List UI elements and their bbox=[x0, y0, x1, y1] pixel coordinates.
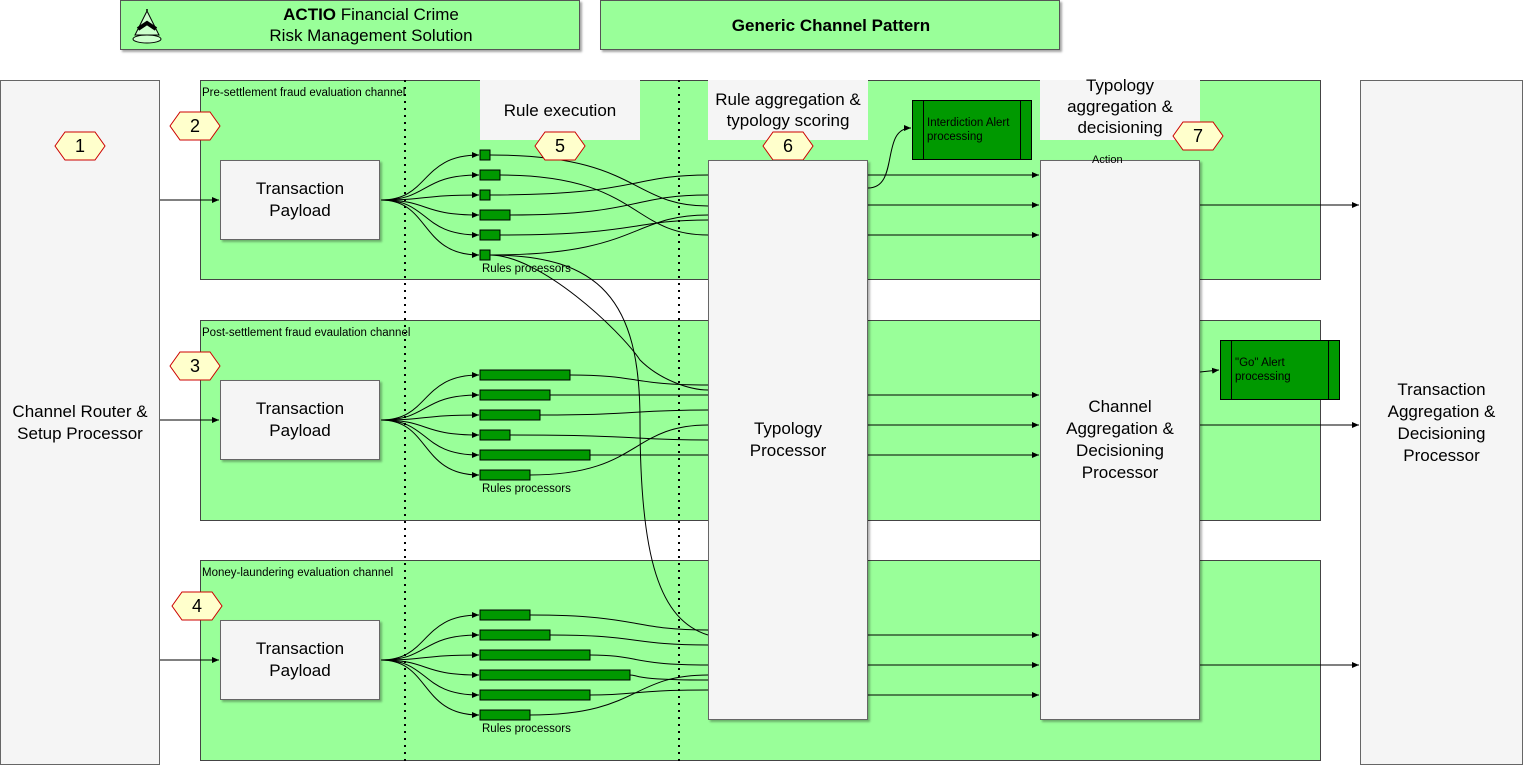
hexagon-badge-icon bbox=[534, 131, 586, 161]
payload-to-rule-arrow bbox=[380, 199, 480, 238]
step-number-lane1: 3 bbox=[189, 356, 200, 376]
rule-to-typology-line bbox=[589, 654, 709, 666]
cross-lane-line bbox=[489, 254, 709, 636]
action-label: Action bbox=[1092, 154, 1123, 166]
rule-to-typology-line bbox=[489, 214, 709, 256]
stage-rule-execution: Rule execution bbox=[480, 80, 640, 140]
transaction-aggregation-box: Transaction Aggregation & Decisioning Pr… bbox=[1360, 80, 1523, 765]
rule-to-typology-line bbox=[589, 689, 709, 696]
step-number-router: 1 bbox=[74, 136, 85, 156]
rule-processor-bar bbox=[479, 449, 591, 461]
channel-to-go-alert-arrow bbox=[1199, 367, 1220, 374]
scales-logo-icon bbox=[132, 9, 162, 44]
payload-to-rule-arrow bbox=[380, 412, 480, 421]
transaction-payload-ml: Transaction Payload bbox=[220, 620, 380, 700]
hexagon-badge-icon bbox=[169, 111, 221, 141]
hexagon-badge-icon bbox=[171, 591, 223, 621]
pattern-title: Generic Channel Pattern bbox=[731, 16, 931, 35]
rule-processor-bar bbox=[479, 209, 511, 221]
rule-processor-bar bbox=[479, 609, 531, 621]
payload-to-rule-arrow bbox=[380, 612, 480, 661]
interdiction-alert-box: Interdiction Alert processing bbox=[912, 100, 1032, 160]
rule-processor-bar bbox=[479, 649, 591, 661]
rules-processors-label-ml: Rules processors bbox=[482, 723, 571, 735]
rule-to-typology-line bbox=[529, 614, 709, 631]
rule-to-typology-line bbox=[509, 434, 709, 441]
payload-to-rule-arrow bbox=[380, 372, 480, 421]
brand-line1: Financial Crime bbox=[336, 5, 459, 24]
payload-to-rule-arrow bbox=[380, 172, 480, 201]
rule-to-typology-line bbox=[499, 174, 709, 236]
rule-processor-bar bbox=[479, 369, 571, 381]
rule-processor-bar bbox=[479, 669, 631, 681]
payload-to-rule-arrow bbox=[380, 199, 480, 258]
rule-to-typology-line bbox=[529, 424, 709, 476]
step-number-typology_aggregation: 7 bbox=[1192, 126, 1203, 146]
stage-typology-aggregation: Typology aggregation & decisioning bbox=[1040, 76, 1200, 140]
rule-to-typology-line bbox=[489, 154, 709, 207]
rule-processor-bar bbox=[479, 709, 531, 721]
payload-to-rule-arrow bbox=[380, 659, 480, 698]
hexagon-badge-icon bbox=[169, 351, 221, 381]
payload-to-rule-arrow bbox=[380, 419, 480, 478]
rule-processor-bar bbox=[479, 189, 491, 201]
pattern-header: Generic Channel Pattern bbox=[600, 0, 1060, 50]
lane-title-post: Post-settlement fraud evaulation channel bbox=[202, 327, 411, 339]
rule-to-typology-line bbox=[549, 634, 709, 646]
transaction-payload-pre: Transaction Payload bbox=[220, 160, 380, 240]
rule-to-typology-line bbox=[629, 674, 709, 681]
rule-to-typology-line bbox=[499, 219, 709, 236]
rule-to-typology-line bbox=[489, 174, 709, 196]
cross-lane-line bbox=[489, 254, 709, 391]
payload-to-rule-arrow bbox=[380, 419, 480, 458]
payload-to-rule-arrow bbox=[380, 419, 480, 438]
rule-processor-bar bbox=[479, 149, 491, 161]
payload-to-rule-arrow bbox=[380, 199, 480, 218]
channel-router-box: Channel Router & Setup Processor bbox=[0, 80, 160, 765]
step-number-rule_execution: 5 bbox=[554, 136, 565, 156]
brand-header: ACTIO Financial Crime Risk Management So… bbox=[120, 0, 580, 50]
step-number-lane2: 4 bbox=[191, 596, 202, 616]
rule-processor-bar bbox=[479, 169, 501, 181]
rule-processor-bar bbox=[479, 229, 501, 241]
payload-to-rule-arrow bbox=[380, 659, 480, 678]
rule-to-typology-line bbox=[569, 374, 709, 386]
channel-router-label: Channel Router & Setup Processor bbox=[12, 401, 148, 443]
payload-to-rule-arrow bbox=[380, 392, 480, 421]
rule-processor-bar bbox=[479, 429, 511, 441]
rule-to-typology-line bbox=[509, 194, 709, 216]
hexagon-badge-icon bbox=[54, 131, 106, 161]
rule-to-typology-line bbox=[539, 409, 709, 416]
rule-processor-bar bbox=[479, 249, 491, 261]
step-number-rule_aggregation: 6 bbox=[782, 136, 793, 156]
typology-processor-box: Typology Processor bbox=[708, 160, 868, 720]
payload-to-rule-arrow bbox=[380, 652, 480, 661]
hexagon-badge-icon bbox=[1172, 121, 1224, 151]
rule-to-typology-line bbox=[529, 674, 709, 716]
step-number-lane0: 2 bbox=[189, 116, 200, 136]
channel-aggregation-box: Channel Aggregation & Decisioning Proces… bbox=[1040, 160, 1200, 720]
rule-processor-bar bbox=[479, 689, 591, 701]
rules-processors-label-post: Rules processors bbox=[482, 483, 571, 495]
payload-to-rule-arrow bbox=[380, 152, 480, 201]
go-alert-box: "Go" Alert processing bbox=[1220, 340, 1340, 400]
stage-rule-aggregation: Rule aggregation & typology scoring bbox=[708, 80, 868, 140]
rule-processor-bar bbox=[479, 469, 531, 481]
transaction-payload-post: Transaction Payload bbox=[220, 380, 380, 460]
brand-name: ACTIO bbox=[283, 5, 337, 24]
brand-line2: Risk Management Solution bbox=[269, 26, 473, 45]
payload-to-rule-arrow bbox=[380, 192, 480, 201]
rule-processor-bar bbox=[479, 629, 551, 641]
payload-to-rule-arrow bbox=[380, 659, 480, 718]
payload-to-rule-arrow bbox=[380, 632, 480, 661]
rule-processor-bar bbox=[479, 409, 541, 421]
rules-processors-label-pre: Rules processors bbox=[482, 263, 571, 275]
lane-title-ml: Money-laundering evaluation channel bbox=[202, 567, 394, 579]
rule-processor-bar bbox=[479, 389, 551, 401]
typology-to-interdiction-arrow bbox=[867, 125, 912, 189]
lane-title-pre: Pre-settlement fraud evaluation channel bbox=[202, 87, 406, 99]
